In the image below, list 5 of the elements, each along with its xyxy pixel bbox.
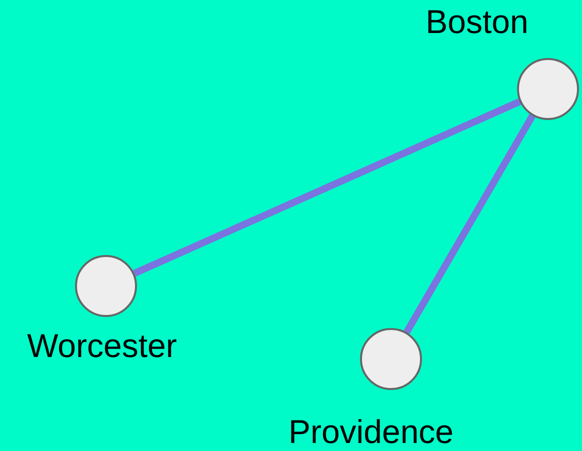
city-label: Boston bbox=[426, 3, 528, 41]
city-label: Providence bbox=[288, 413, 454, 451]
connector-line bbox=[132, 98, 522, 277]
city-label: Worcester bbox=[27, 327, 177, 365]
connector-line bbox=[404, 114, 536, 334]
